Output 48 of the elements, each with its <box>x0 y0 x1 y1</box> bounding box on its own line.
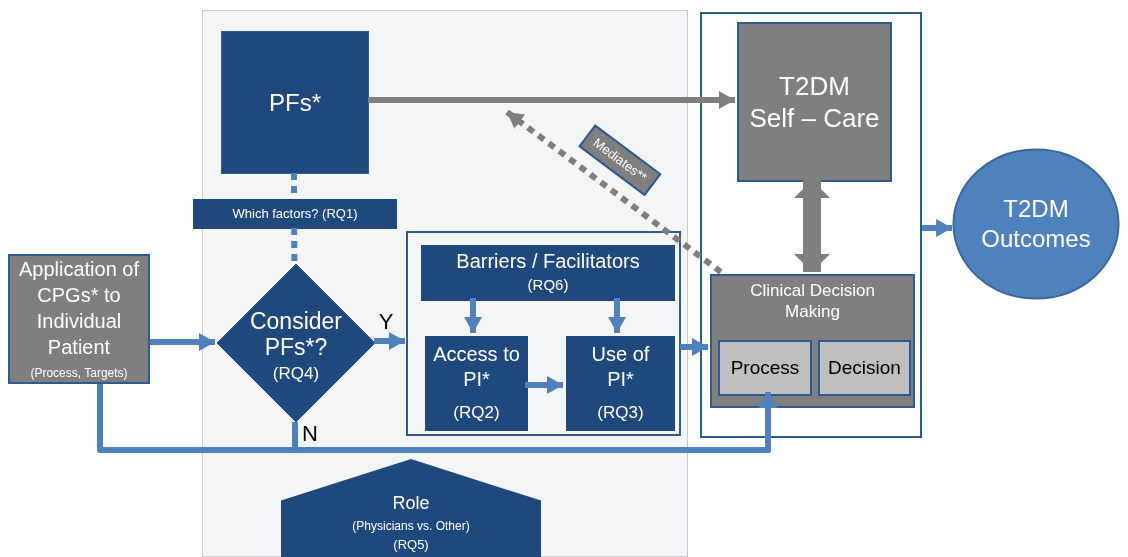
node-text: Barriers / Facilitators <box>456 249 640 275</box>
pentagon-shape <box>281 459 541 557</box>
node-text: Role <box>392 491 430 515</box>
node-text: Decision <box>828 355 901 380</box>
arrow <box>794 180 830 272</box>
node-text: Process <box>730 355 800 380</box>
node-text: (RQ5) <box>393 535 429 554</box>
process-box <box>421 245 675 301</box>
arrow <box>608 298 626 333</box>
process-box <box>8 254 150 384</box>
process-box <box>818 340 911 396</box>
arrow <box>150 333 215 351</box>
arrow <box>368 91 735 109</box>
arrow <box>464 298 482 333</box>
arrow <box>374 332 405 350</box>
node-text: Use of PI* <box>590 341 651 392</box>
node-text: Clinical Decision Making <box>749 280 876 323</box>
edge-label: Y <box>378 311 394 333</box>
node-text: Access to PI* <box>432 341 521 392</box>
edge-label: N <box>302 423 318 445</box>
process-box <box>566 336 675 431</box>
node-text: Application of CPGs* to Individual Patient <box>17 257 141 360</box>
node-text: PFs* <box>269 87 321 118</box>
node-text: Consider PFs*? <box>248 307 343 361</box>
dotted-connector <box>291 227 298 263</box>
node-text: Which factors? (RQ1) <box>232 205 358 224</box>
label-box <box>193 199 397 229</box>
arrow <box>922 219 953 237</box>
arrow <box>680 338 708 356</box>
group-frame <box>700 12 922 438</box>
node-text: (RQ2) <box>453 401 500 424</box>
process-box <box>718 340 812 396</box>
node-text: (RQ6) <box>527 275 569 296</box>
process-box <box>425 336 528 431</box>
node-text: (Process, Targets) <box>30 365 128 382</box>
process-box <box>221 31 369 174</box>
node-text: (RQ3) <box>597 401 644 424</box>
decision-diamond <box>216 263 376 423</box>
arrow <box>525 376 563 394</box>
process-box <box>737 22 892 182</box>
outcome-ellipse <box>952 148 1120 300</box>
node-text: (Physicians vs. Other) <box>352 517 470 535</box>
node-text: T2DM Outcomes <box>980 194 1092 254</box>
group-frame <box>406 231 681 436</box>
node-text: (RQ4) <box>272 362 320 385</box>
node-text: T2DM <box>779 69 850 102</box>
node-text: Self – Care <box>749 102 880 135</box>
process-box <box>710 274 915 408</box>
